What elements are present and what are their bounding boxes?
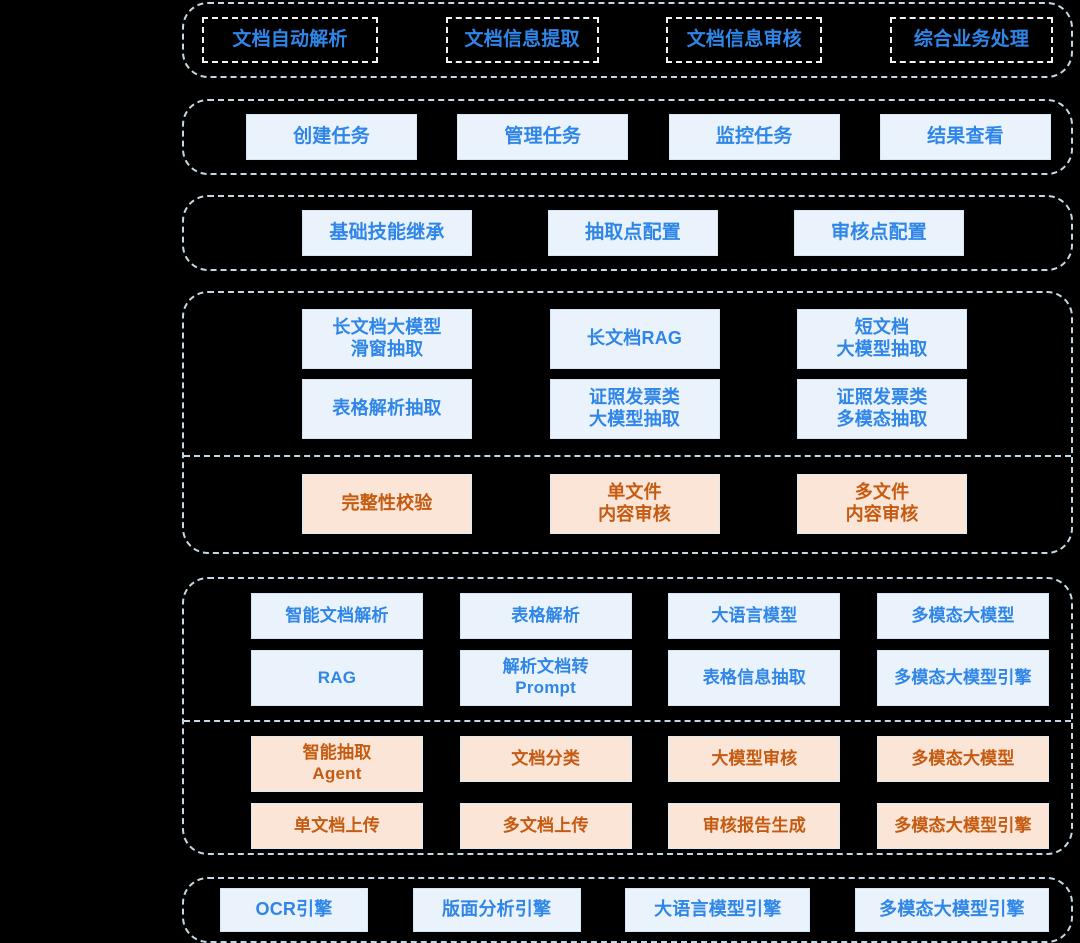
band3-row: 基础技能继承 抽取点配置 审核点配置 <box>184 197 1071 269</box>
band2-row: 创建任务 管理任务 监控任务 结果查看 <box>184 101 1071 173</box>
audit-completeness-check[interactable]: 完整性校验 <box>302 474 472 534</box>
config-extraction-point[interactable]: 抽取点配置 <box>548 210 718 256</box>
band6-row: OCR引擎 版面分析引擎 大语言模型引擎 多模态大模型引擎 <box>184 879 1071 941</box>
band1-row: 文档自动解析 文档信息提取 文档信息审核 综合业务处理 <box>184 4 1071 76</box>
audit-sub-layer: 完整性校验 单文件 内容审核 多文件 内容审核 <box>184 457 1071 534</box>
band-configuration-layer: 基础技能继承 抽取点配置 审核点配置 <box>182 195 1073 271</box>
task-result-view[interactable]: 结果查看 <box>879 114 1051 160</box>
atomic-multi-document-upload[interactable]: 多文档上传 <box>459 803 632 849</box>
task-manage[interactable]: 管理任务 <box>457 114 629 160</box>
config-base-skill-inherit[interactable]: 基础技能继承 <box>302 210 472 256</box>
architecture-diagram: 文档自动解析 文档信息提取 文档信息审核 综合业务处理 创建任务 管理任务 监控… <box>182 2 1073 943</box>
band-task-management-layer: 创建任务 管理任务 监控任务 结果查看 <box>182 99 1073 175</box>
atomic-table-parse[interactable]: 表格解析 <box>459 593 632 639</box>
atomic-multimodal-large-model-audit[interactable]: 多模态大模型 <box>876 736 1049 782</box>
extract-long-doc-rag[interactable]: 长文档RAG <box>549 309 720 369</box>
engine-ocr[interactable]: OCR引擎 <box>220 888 368 932</box>
atomic-orange-sub-layer: 智能抽取 Agent 文档分类 大模型审核 多模态大模型 单文档上传 多文档上传… <box>184 722 1071 849</box>
atomic-large-language-model[interactable]: 大语言模型 <box>668 593 841 639</box>
atomic-blue-sub-layer: 智能文档解析 表格解析 大语言模型 多模态大模型 RAG 解析文档转 Promp… <box>184 579 1071 706</box>
atomic-rag[interactable]: RAG <box>251 650 423 706</box>
engine-large-language-model[interactable]: 大语言模型引擎 <box>625 888 811 932</box>
extract-short-doc-llm[interactable]: 短文档 大模型抽取 <box>797 309 967 369</box>
task-create[interactable]: 创建任务 <box>246 114 417 160</box>
config-audit-point[interactable]: 审核点配置 <box>794 210 964 256</box>
band-atomic-capability-layer: 智能文档解析 表格解析 大语言模型 多模态大模型 RAG 解析文档转 Promp… <box>182 577 1073 855</box>
task-monitor[interactable]: 监控任务 <box>668 114 840 160</box>
capability-document-info-extract[interactable]: 文档信息提取 <box>445 17 599 63</box>
band5-divider <box>184 720 1071 722</box>
capability-document-auto-parse[interactable]: 文档自动解析 <box>202 17 378 63</box>
band-extraction-and-audit-layer: 长文档大模型 滑窗抽取 长文档RAG 短文档 大模型抽取 表格解析抽取 证照发票… <box>182 291 1073 554</box>
extract-certificate-invoice-llm[interactable]: 证照发票类 大模型抽取 <box>549 379 720 439</box>
atomic-large-model-audit[interactable]: 大模型审核 <box>668 736 841 782</box>
band-business-capability-layer: 文档自动解析 文档信息提取 文档信息审核 综合业务处理 <box>182 2 1073 78</box>
atomic-multimodal-large-model-engine-orange[interactable]: 多模态大模型引擎 <box>876 803 1049 849</box>
extract-long-doc-llm-sliding-window[interactable]: 长文档大模型 滑窗抽取 <box>302 309 472 369</box>
atomic-smart-extraction-agent[interactable]: 智能抽取 Agent <box>251 736 423 792</box>
engine-layout-analysis[interactable]: 版面分析引擎 <box>412 888 581 932</box>
atomic-parsed-doc-to-prompt[interactable]: 解析文档转 Prompt <box>459 650 632 706</box>
extract-certificate-invoice-multimodal[interactable]: 证照发票类 多模态抽取 <box>797 379 967 439</box>
extraction-row-1: 长文档大模型 滑窗抽取 长文档RAG 短文档 大模型抽取 <box>184 309 1071 369</box>
atomic-multimodal-large-model-engine[interactable]: 多模态大模型引擎 <box>876 650 1049 706</box>
engine-multimodal-large-model[interactable]: 多模态大模型引擎 <box>854 888 1049 932</box>
audit-single-file-content[interactable]: 单文件 内容审核 <box>549 474 720 534</box>
capability-integrated-business-processing[interactable]: 综合业务处理 <box>889 17 1053 63</box>
atomic-table-info-extract[interactable]: 表格信息抽取 <box>668 650 841 706</box>
atomic-document-classification[interactable]: 文档分类 <box>459 736 632 782</box>
atomic-orange-row-2: 单文档上传 多文档上传 审核报告生成 多模态大模型引擎 <box>184 803 1071 849</box>
audit-row-1: 完整性校验 单文件 内容审核 多文件 内容审核 <box>184 474 1071 534</box>
atomic-multimodal-large-model[interactable]: 多模态大模型 <box>876 593 1049 639</box>
atomic-single-document-upload[interactable]: 单文档上传 <box>251 803 423 849</box>
capability-document-info-audit[interactable]: 文档信息审核 <box>666 17 823 63</box>
atomic-audit-report-generation[interactable]: 审核报告生成 <box>668 803 841 849</box>
atomic-orange-row-1: 智能抽取 Agent 文档分类 大模型审核 多模态大模型 <box>184 736 1071 792</box>
extract-table-parse[interactable]: 表格解析抽取 <box>302 379 472 439</box>
band4-divider <box>184 455 1071 457</box>
audit-multi-file-content[interactable]: 多文件 内容审核 <box>797 474 967 534</box>
atomic-blue-row-2: RAG 解析文档转 Prompt 表格信息抽取 多模态大模型引擎 <box>184 650 1071 706</box>
extraction-sub-layer: 长文档大模型 滑窗抽取 长文档RAG 短文档 大模型抽取 表格解析抽取 证照发票… <box>184 293 1071 439</box>
atomic-blue-row-1: 智能文档解析 表格解析 大语言模型 多模态大模型 <box>184 593 1071 639</box>
band-engine-layer: OCR引擎 版面分析引擎 大语言模型引擎 多模态大模型引擎 <box>182 877 1073 943</box>
atomic-smart-document-parse[interactable]: 智能文档解析 <box>251 593 423 639</box>
extraction-row-2: 表格解析抽取 证照发票类 大模型抽取 证照发票类 多模态抽取 <box>184 379 1071 439</box>
